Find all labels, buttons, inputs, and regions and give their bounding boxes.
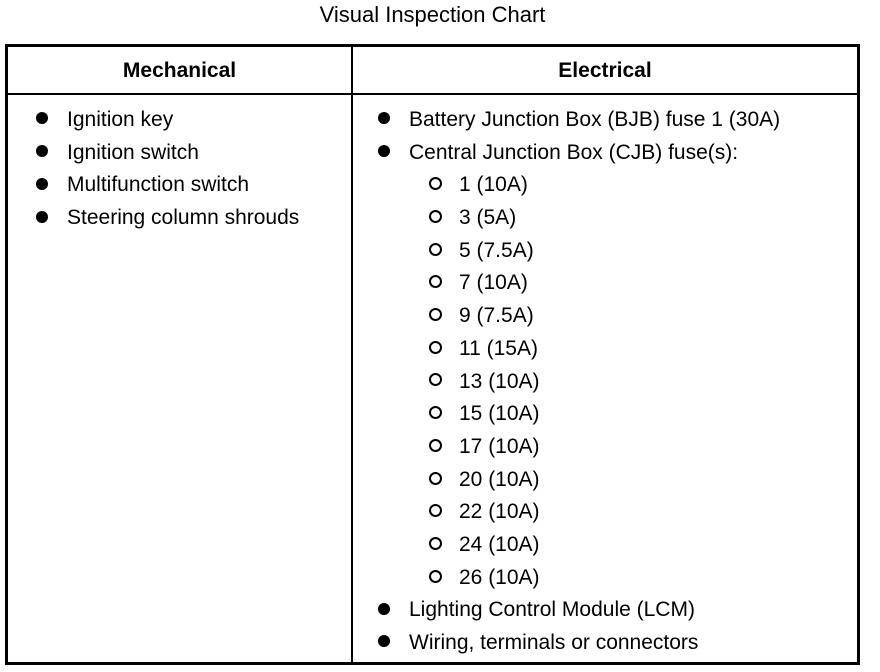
fuse-label: 20 (10A)	[459, 467, 540, 491]
hollow-bullet-icon	[429, 438, 442, 452]
fuse-label: 17 (10A)	[459, 434, 540, 458]
sub-list-item: 5 (7.5A)	[378, 238, 780, 271]
sub-list-item: 1 (10A)	[378, 172, 780, 205]
hollow-bullet-icon	[429, 308, 442, 322]
filled-bullet-icon	[378, 112, 390, 125]
filled-bullet-icon	[36, 177, 48, 190]
item-label: Wiring, terminals or connectors	[409, 631, 699, 654]
hollow-bullet-icon	[429, 340, 442, 354]
list-item: Ignition switch	[36, 140, 299, 173]
fuse-label: 5 (7.5A)	[459, 238, 534, 262]
fuse-label: 9 (7.5A)	[459, 304, 534, 328]
hollow-bullet-icon	[429, 177, 442, 191]
hollow-bullet-icon	[429, 536, 442, 550]
filled-bullet-icon	[378, 602, 390, 615]
electrical-list: Battery Junction Box (BJB) fuse 1 (30A) …	[378, 107, 780, 663]
item-label: Steering column shrouds	[67, 206, 300, 230]
sub-list-item: 3 (5A)	[378, 205, 780, 238]
hollow-bullet-icon	[429, 242, 442, 256]
fuse-label: 13 (10A)	[459, 369, 540, 393]
hollow-bullet-icon	[429, 373, 442, 387]
list-item-bjb-fuse: Battery Junction Box (BJB) fuse 1 (30A)	[378, 107, 780, 140]
column-divider	[351, 47, 353, 662]
filled-bullet-icon	[36, 112, 48, 125]
filled-bullet-icon	[36, 145, 48, 158]
list-item-cjb-fuses: Central Junction Box (CJB) fuse(s):	[378, 140, 780, 173]
filled-bullet-icon	[378, 635, 390, 648]
sub-list-item: 9 (7.5A)	[378, 303, 780, 336]
header-electrical: Electrical	[558, 59, 652, 82]
sub-list-item: 24 (10A)	[378, 532, 780, 565]
list-item: Multifunction switch	[36, 172, 299, 205]
item-label: Battery Junction Box (BJB) fuse 1 (30A)	[409, 108, 781, 131]
hollow-bullet-icon	[429, 275, 442, 289]
filled-bullet-icon	[378, 145, 390, 158]
header-mechanical: Mechanical	[122, 59, 237, 82]
item-label: Lighting Control Module (LCM)	[409, 598, 695, 622]
sub-list-item: 7 (10A)	[378, 270, 780, 303]
item-label: Ignition key	[67, 108, 174, 131]
sub-list-item: 13 (10A)	[378, 369, 780, 402]
filled-bullet-icon	[36, 210, 48, 223]
hollow-bullet-icon	[429, 210, 442, 224]
fuse-label: 11 (15A)	[459, 336, 538, 360]
list-item: Ignition key	[36, 107, 299, 140]
fuse-label: 7 (10A)	[459, 271, 528, 295]
fuse-label: 15 (10A)	[459, 402, 540, 426]
list-item-wiring: Wiring, terminals or connectors	[378, 630, 780, 663]
fuse-label: 22 (10A)	[459, 500, 540, 524]
list-item: Steering column shrouds	[36, 205, 299, 238]
hollow-bullet-icon	[429, 471, 442, 485]
sub-list-item: 17 (10A)	[378, 434, 780, 467]
item-label: Ignition switch	[67, 140, 199, 164]
inspection-table: Mechanical Electrical Ignition key Ignit…	[5, 44, 860, 665]
item-label: Central Junction Box (CJB) fuse(s):	[409, 140, 739, 164]
fuse-label: 1 (10A)	[459, 173, 528, 197]
fuse-label: 3 (5A)	[459, 206, 517, 230]
fuse-label: 24 (10A)	[459, 532, 540, 556]
sub-list-item: 15 (10A)	[378, 401, 780, 434]
hollow-bullet-icon	[429, 406, 442, 420]
sub-list-item: 22 (10A)	[378, 499, 780, 532]
mechanical-list: Ignition key Ignition switch Multifuncti…	[36, 107, 299, 238]
chart-title: Visual Inspection Chart	[319, 2, 546, 27]
sub-list-item: 20 (10A)	[378, 467, 780, 500]
sub-list-item: 26 (10A)	[378, 565, 780, 598]
item-label: Multifunction switch	[67, 173, 250, 197]
hollow-bullet-icon	[429, 569, 442, 583]
fuse-label: 26 (10A)	[459, 565, 540, 589]
list-item-lcm: Lighting Control Module (LCM)	[378, 597, 780, 630]
hollow-bullet-icon	[429, 504, 442, 518]
table-header-row: Mechanical Electrical	[8, 47, 857, 95]
sub-list-item: 11 (15A)	[378, 336, 780, 369]
